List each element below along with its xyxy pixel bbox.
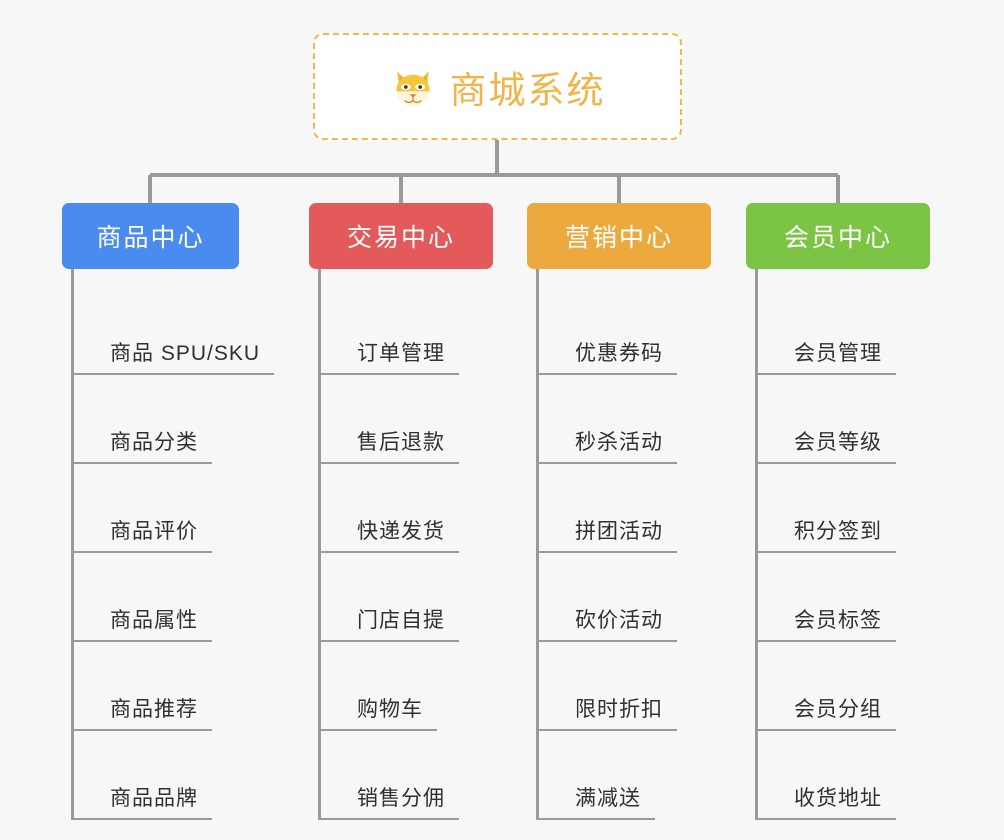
leaf-list-0: 商品 SPU/SKU 商品分类 商品评价 商品属性 商品推荐 商品品牌 xyxy=(71,269,294,820)
leaf-item[interactable]: 门店自提 xyxy=(321,553,541,642)
branch-header-1[interactable]: 交易中心 xyxy=(309,203,493,269)
leaf-label: 优惠券码 xyxy=(539,337,677,375)
leaf-item[interactable]: 购物车 xyxy=(321,642,541,731)
leaf-label: 商品品牌 xyxy=(74,782,212,820)
leaf-item[interactable]: 积分签到 xyxy=(758,464,978,553)
leaf-item[interactable]: 商品推荐 xyxy=(74,642,294,731)
leaf-label: 商品属性 xyxy=(74,604,212,642)
leaf-list-2: 优惠券码 秒杀活动 拼团活动 砍价活动 限时折扣 满减送 xyxy=(536,269,759,820)
leaf-item[interactable]: 满减送 xyxy=(539,731,759,820)
branch-column-1: 交易中心 订单管理 售后退款 快递发货 门店自提 购物车 销售分佣 xyxy=(309,203,493,820)
leaf-label: 会员管理 xyxy=(758,337,896,375)
leaf-item[interactable]: 优惠券码 xyxy=(539,286,759,375)
branch-header-3[interactable]: 会员中心 xyxy=(746,203,930,269)
leaf-list-3: 会员管理 会员等级 积分签到 会员标签 会员分组 收货地址 xyxy=(755,269,978,820)
shiba-dog-face-icon xyxy=(390,64,436,110)
leaf-label: 会员分组 xyxy=(758,693,896,731)
leaf-item[interactable]: 快递发货 xyxy=(321,464,541,553)
leaf-label: 销售分佣 xyxy=(321,782,459,820)
branch-column-3: 会员中心 会员管理 会员等级 积分签到 会员标签 会员分组 收货地址 xyxy=(746,203,930,820)
leaf-label: 订单管理 xyxy=(321,337,459,375)
leaf-label: 秒杀活动 xyxy=(539,426,677,464)
leaf-label: 砍价活动 xyxy=(539,604,677,642)
leaf-item[interactable]: 收货地址 xyxy=(758,731,978,820)
leaf-item[interactable]: 商品分类 xyxy=(74,375,294,464)
leaf-item[interactable]: 商品 SPU/SKU xyxy=(74,286,294,375)
leaf-label: 积分签到 xyxy=(758,515,896,553)
leaf-label: 快递发货 xyxy=(321,515,459,553)
leaf-item[interactable]: 限时折扣 xyxy=(539,642,759,731)
leaf-item[interactable]: 订单管理 xyxy=(321,286,541,375)
leaf-list-1: 订单管理 售后退款 快递发货 门店自提 购物车 销售分佣 xyxy=(318,269,541,820)
leaf-label: 商品 SPU/SKU xyxy=(74,337,275,375)
leaf-item[interactable]: 会员分组 xyxy=(758,642,978,731)
leaf-item[interactable]: 砍价活动 xyxy=(539,553,759,642)
leaf-label: 会员标签 xyxy=(758,604,896,642)
branch-header-2[interactable]: 营销中心 xyxy=(527,203,711,269)
leaf-item[interactable]: 秒杀活动 xyxy=(539,375,759,464)
leaf-label: 满减送 xyxy=(539,782,655,820)
leaf-label: 拼团活动 xyxy=(539,515,677,553)
leaf-item[interactable]: 销售分佣 xyxy=(321,731,541,820)
leaf-label: 购物车 xyxy=(321,693,437,731)
leaf-item[interactable]: 会员等级 xyxy=(758,375,978,464)
leaf-item[interactable]: 会员标签 xyxy=(758,553,978,642)
branch-column-0: 商品中心 商品 SPU/SKU 商品分类 商品评价 商品属性 商品推荐 商品品牌 xyxy=(62,203,275,820)
leaf-label: 会员等级 xyxy=(758,426,896,464)
leaf-label: 限时折扣 xyxy=(539,693,677,731)
branch-header-0[interactable]: 商品中心 xyxy=(62,203,239,269)
leaf-label: 商品推荐 xyxy=(74,693,212,731)
leaf-item[interactable]: 售后退款 xyxy=(321,375,541,464)
leaf-item[interactable]: 商品品牌 xyxy=(74,731,294,820)
root-node[interactable]: 商城系统 xyxy=(313,33,682,140)
leaf-item[interactable]: 商品评价 xyxy=(74,464,294,553)
branch-column-2: 营销中心 优惠券码 秒杀活动 拼团活动 砍价活动 限时折扣 满减送 xyxy=(527,203,711,820)
leaf-label: 门店自提 xyxy=(321,604,459,642)
leaf-item[interactable]: 拼团活动 xyxy=(539,464,759,553)
root-title: 商城系统 xyxy=(449,69,606,111)
leaf-label: 商品评价 xyxy=(74,515,212,553)
leaf-label: 商品分类 xyxy=(74,426,212,464)
leaf-label: 售后退款 xyxy=(321,426,459,464)
leaf-label: 收货地址 xyxy=(758,782,896,820)
leaf-item[interactable]: 会员管理 xyxy=(758,286,978,375)
leaf-item[interactable]: 商品属性 xyxy=(74,553,294,642)
